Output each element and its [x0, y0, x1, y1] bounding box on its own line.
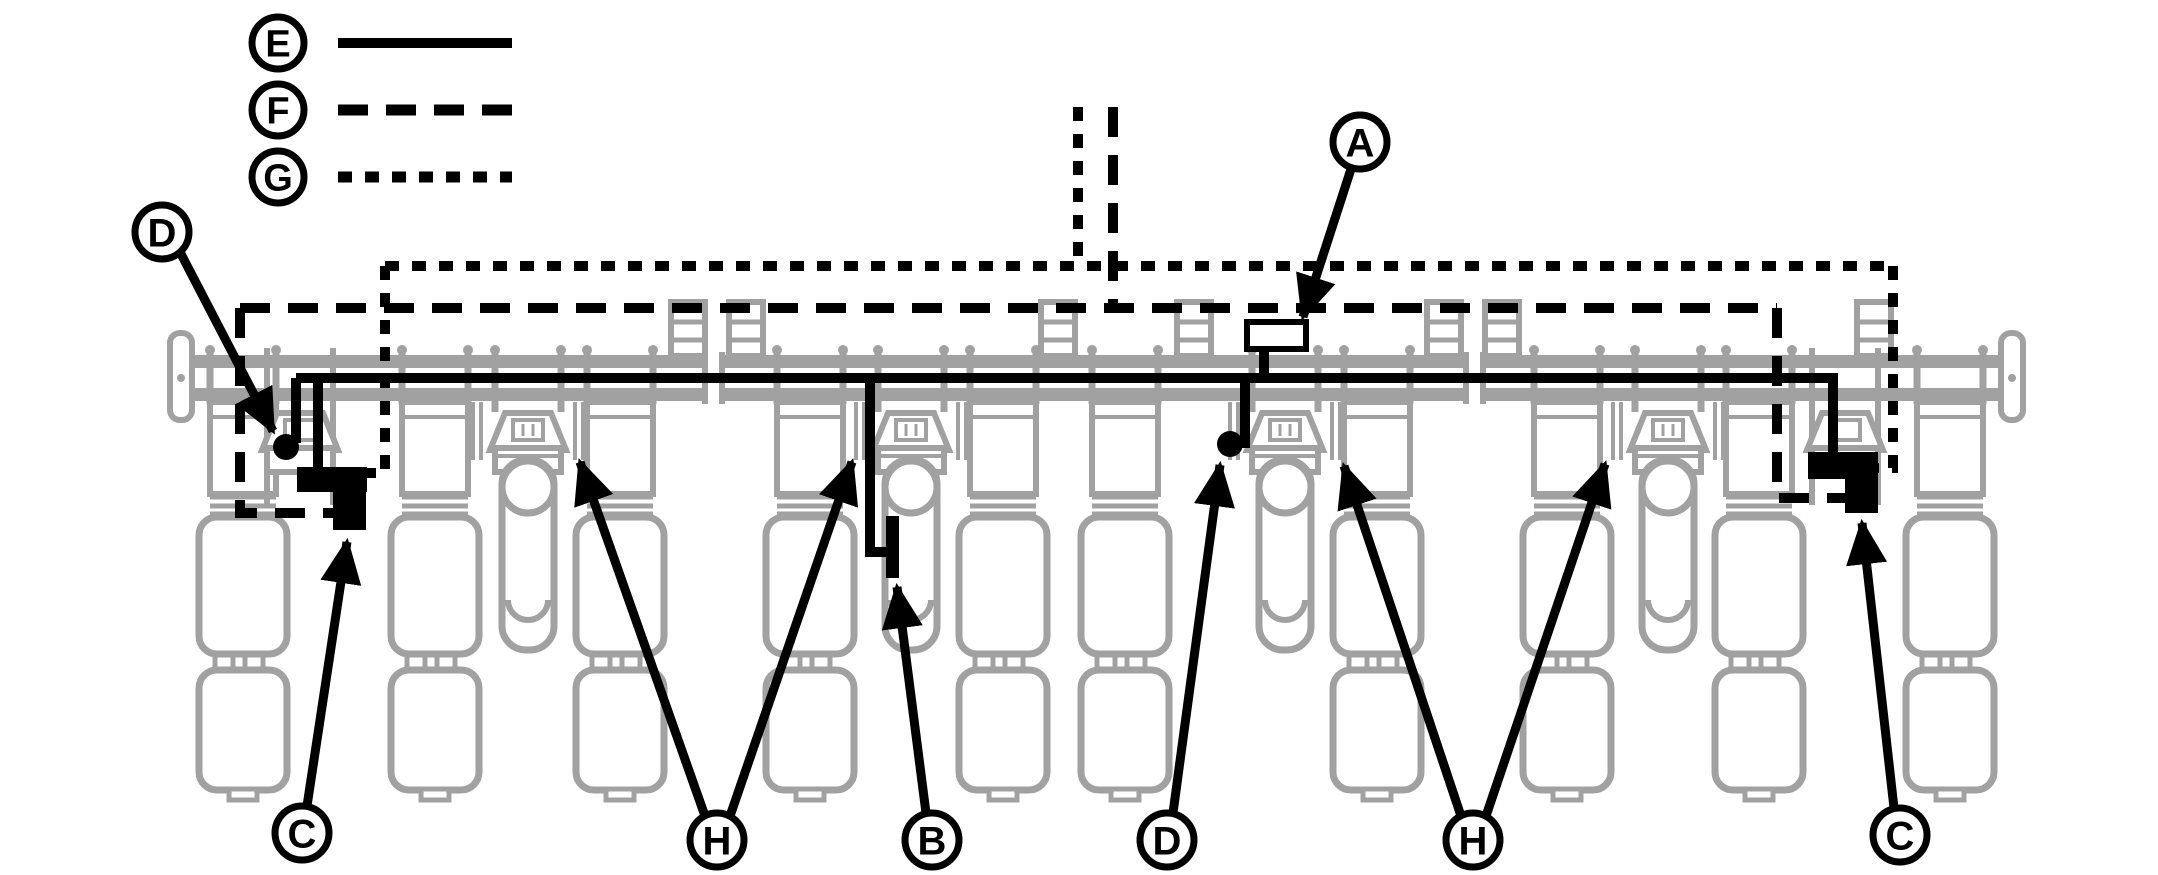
callout-badges: A D C H B D H C [131, 111, 1931, 871]
leader-h-right-1 [1337, 462, 1466, 818]
junction-block-left [297, 467, 367, 530]
hopper-unit [1081, 345, 1169, 800]
harness-dotted-G [367, 107, 1898, 478]
leader-a [1296, 164, 1357, 321]
callout-d-left: D [131, 201, 193, 263]
components [273, 319, 1878, 578]
callout-h-left: H [686, 809, 748, 871]
leader-arrows [176, 164, 1899, 818]
callout-b-label: B [918, 819, 947, 863]
callout-c-right-label: C [1886, 814, 1915, 858]
legend-f-label: F [266, 91, 289, 133]
legend-item-solid: E [248, 13, 512, 73]
harness-e-main-line [296, 373, 1838, 452]
callout-d-center-label: D [1153, 819, 1182, 863]
legend-item-dotted: G [248, 147, 512, 207]
callout-b: B [901, 809, 963, 871]
callout-c-right: C [1869, 804, 1931, 866]
callout-h-right: H [1442, 809, 1504, 871]
leader-h-right-2 [1481, 460, 1612, 818]
legend: E F G [248, 13, 512, 207]
legend-e-label: E [265, 24, 290, 66]
leader-h-left-1 [574, 458, 710, 818]
connector-dot-center [1217, 431, 1243, 457]
leader-d-center [1168, 460, 1235, 814]
harness-solid-E [291, 349, 1838, 557]
harness-f-right-drop [1772, 308, 1846, 503]
harness-e-center-row-drop [865, 378, 886, 557]
right-end-disc [2001, 333, 2023, 420]
callout-a: A [1329, 111, 1391, 173]
hopper-unit [959, 345, 1047, 800]
leader-d-left [176, 249, 277, 435]
junction-block-right [1808, 452, 1878, 513]
hopper-unit [1906, 345, 1994, 800]
callout-h-right-label: H [1459, 819, 1488, 863]
hopper-unit [1715, 345, 1803, 800]
module-box [1244, 319, 1309, 352]
callout-c-left-label: C [288, 812, 317, 856]
harness-g-right-drop [1878, 266, 1898, 473]
left-end-disc [170, 333, 192, 420]
row-drop-terminal [886, 516, 899, 578]
leader-h-left-2 [725, 458, 859, 818]
legend-item-dashed: F [248, 80, 512, 140]
leader-c-left [302, 537, 362, 807]
callout-c-left: C [271, 802, 333, 864]
leader-b [881, 582, 931, 814]
callout-h-left-label: H [703, 819, 732, 863]
callout-d-center: D [1136, 809, 1198, 871]
leader-c-right [1846, 518, 1899, 809]
mount-bracket [1857, 302, 1891, 356]
legend-g-label: G [263, 158, 293, 200]
callout-a-label: A [1346, 121, 1375, 165]
callout-d-left-label: D [148, 211, 177, 255]
harness-g-left-drop [367, 266, 390, 478]
hopper-unit [391, 345, 479, 800]
connector-dot-left [273, 434, 299, 460]
